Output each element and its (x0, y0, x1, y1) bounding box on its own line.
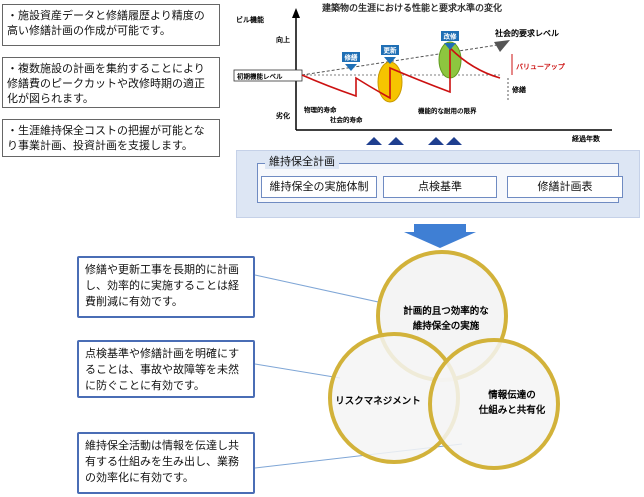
venn-top-line1: 計画的且つ効率的な (403, 305, 489, 317)
event-renewal-arrow (384, 57, 396, 64)
x-axis-label: 経過年数 (572, 134, 601, 143)
performance-chart: 建築物の生涯における性能と要求水準の変化 ビル機能 向上 劣化 経過年数 初期機… (233, 2, 612, 145)
event-renewal-label: 更新 (384, 46, 398, 55)
y-top-label: 向上 (276, 35, 290, 44)
y-axis-label: ビル機能 (236, 15, 264, 24)
down-arrow-icon (404, 224, 476, 248)
callout-efficiency: 維持保全活動は情報を伝達し共有する仕組みを生み出し、業務の効率化に有効です。 (77, 432, 255, 494)
callout-cost-reduction: 修繕や更新工事を長期的に計画し、効率的に実施することは経費削減に有効です。 (77, 256, 255, 318)
y-bottom-label: 劣化 (276, 111, 290, 120)
note-text: ・施設資産データと修繕履歴より精度の高い修繕計画の作成が可能です。 (7, 9, 205, 37)
event-renovation-box (441, 31, 459, 41)
note-precise-plan: ・施設資産データと修繕履歴より精度の高い修繕計画の作成が可能です。 (2, 4, 220, 46)
event-renovation-arrow (444, 43, 456, 50)
functional-decline-label: 機能的な耐用の限界 (418, 106, 477, 115)
note-text: ・複数施設の計画を集約することにより修繕費のピークカットや改修時期の適正化が図ら… (7, 62, 205, 105)
social-level-label: 社会的要求レベル (494, 28, 559, 38)
venn-top-line2: 維持保全の実施 (413, 320, 480, 332)
event-renovation-label: 改修 (444, 32, 458, 41)
callout-risk-prevention: 点検基準や修繕計画を明確にすることは、事故や故障等を未然に防ぐことに有効です。 (77, 340, 255, 398)
venn-left-label: リスクマネジメント (335, 396, 421, 407)
up-arrows (366, 137, 462, 145)
venn-right-line2: 仕組みと共有化 (478, 404, 546, 416)
callout-text: 点検基準や修繕計画を明確にすることは、事故や故障等を未然に防ぐことに有効です。 (85, 347, 240, 392)
plan-item-inspection: 点検基準 (383, 176, 497, 198)
repair-label: 修繕 (511, 85, 526, 94)
callout-text: 修繕や更新工事を長期的に計画し、効率的に実施することは経費削減に有効です。 (85, 263, 239, 308)
connector-top (254, 274, 393, 306)
venn-circle-right (428, 338, 560, 470)
note-peak-cut: ・複数施設の計画を集約することにより修繕費のピークカットや改修時期の適正化が図ら… (2, 57, 220, 108)
venn-diagram: 計画的且つ効率的な 維持保全の実施 リスクマネジメント 情報伝達の 仕組みと共有… (328, 250, 560, 470)
performance-curve (301, 46, 501, 100)
note-lifecycle-cost: ・生涯維持保全コストの把握が可能となり事業計画、投資計画を支援します。 (2, 119, 220, 157)
plan-item-repair-schedule: 修繕計画表 (507, 176, 623, 198)
callout-text: 維持保全活動は情報を伝達し共有する仕組みを生み出し、業務の効率化に有効です。 (85, 439, 239, 484)
venn-right-line1: 情報伝達の (487, 389, 536, 401)
event-repair-arrow (345, 64, 357, 71)
social-requirement-line (301, 43, 505, 76)
connector-left (254, 363, 341, 379)
chart-title: 建築物の生涯における性能と要求水準の変化 (322, 2, 502, 14)
event-repair-label: 修繕 (344, 53, 359, 62)
social-arrow (494, 40, 510, 52)
maintenance-plan-panel: 維持保全計画 維持保全の実施体制 点検基準 修繕計画表 (236, 150, 640, 218)
social-life-label: 社会的寿命 (330, 115, 363, 124)
note-text: ・生涯維持保全コストの把握が可能となり事業計画、投資計画を支援します。 (7, 124, 205, 152)
physical-life-label: 物理的寿命 (304, 105, 337, 114)
value-up-label: バリューアップ (516, 62, 566, 71)
plan-item-system: 維持保全の実施体制 (261, 176, 377, 198)
event-renewal-box (381, 45, 399, 55)
event-repair-box (342, 52, 360, 62)
ref-level-label: 初期機能レベル (237, 72, 283, 81)
maintenance-plan-title: 維持保全計画 (265, 155, 339, 169)
y-axis-arrow (292, 8, 300, 18)
